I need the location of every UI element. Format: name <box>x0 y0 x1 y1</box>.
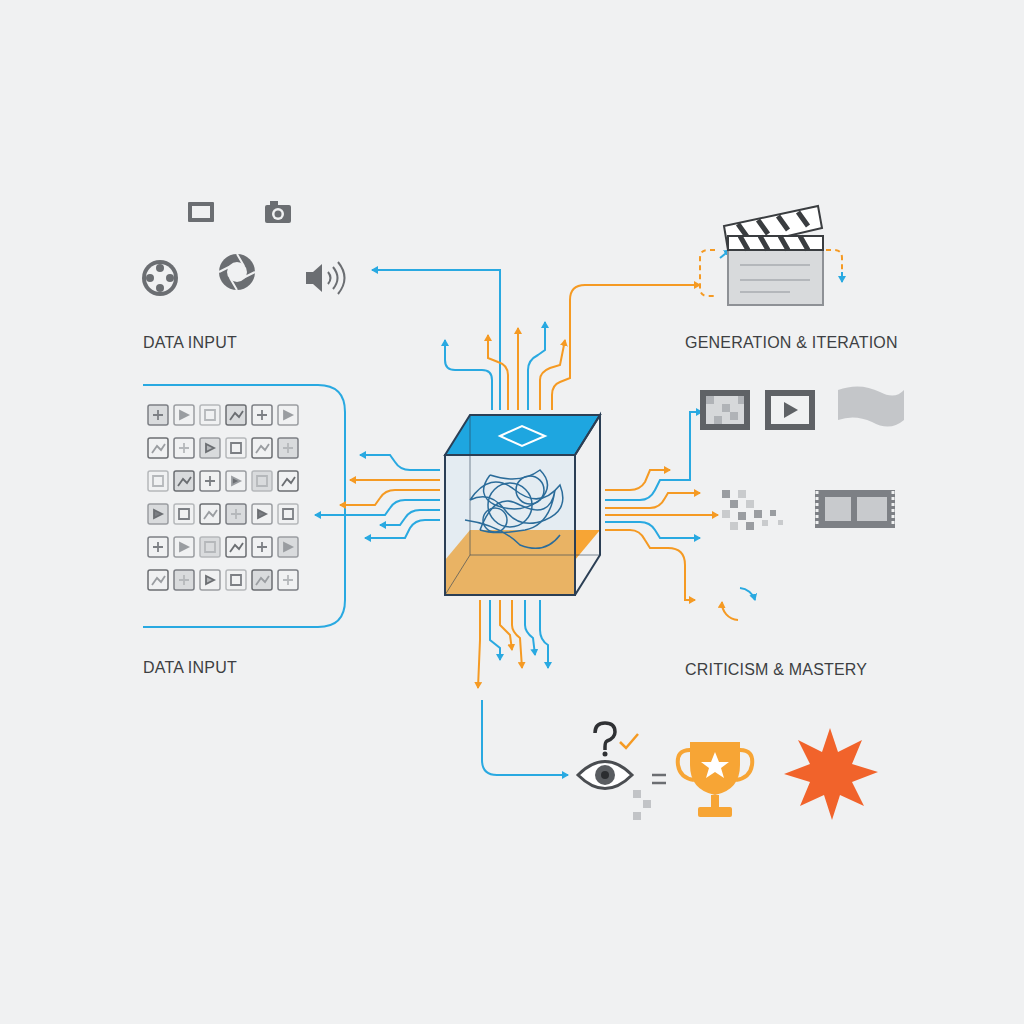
ai-cube <box>445 415 600 595</box>
clapperboard <box>700 206 842 305</box>
media-icons <box>142 201 345 296</box>
section-label: DATA INPUT <box>143 659 237 677</box>
evaluation-icons <box>578 723 878 820</box>
output-icons <box>700 386 904 620</box>
section-label: DATA INPUT <box>143 334 237 352</box>
section-label: CRITICISM & MASTERY <box>685 661 867 679</box>
section-label: GENERATION & ITERATION <box>685 334 898 352</box>
icon-grid <box>148 405 298 590</box>
